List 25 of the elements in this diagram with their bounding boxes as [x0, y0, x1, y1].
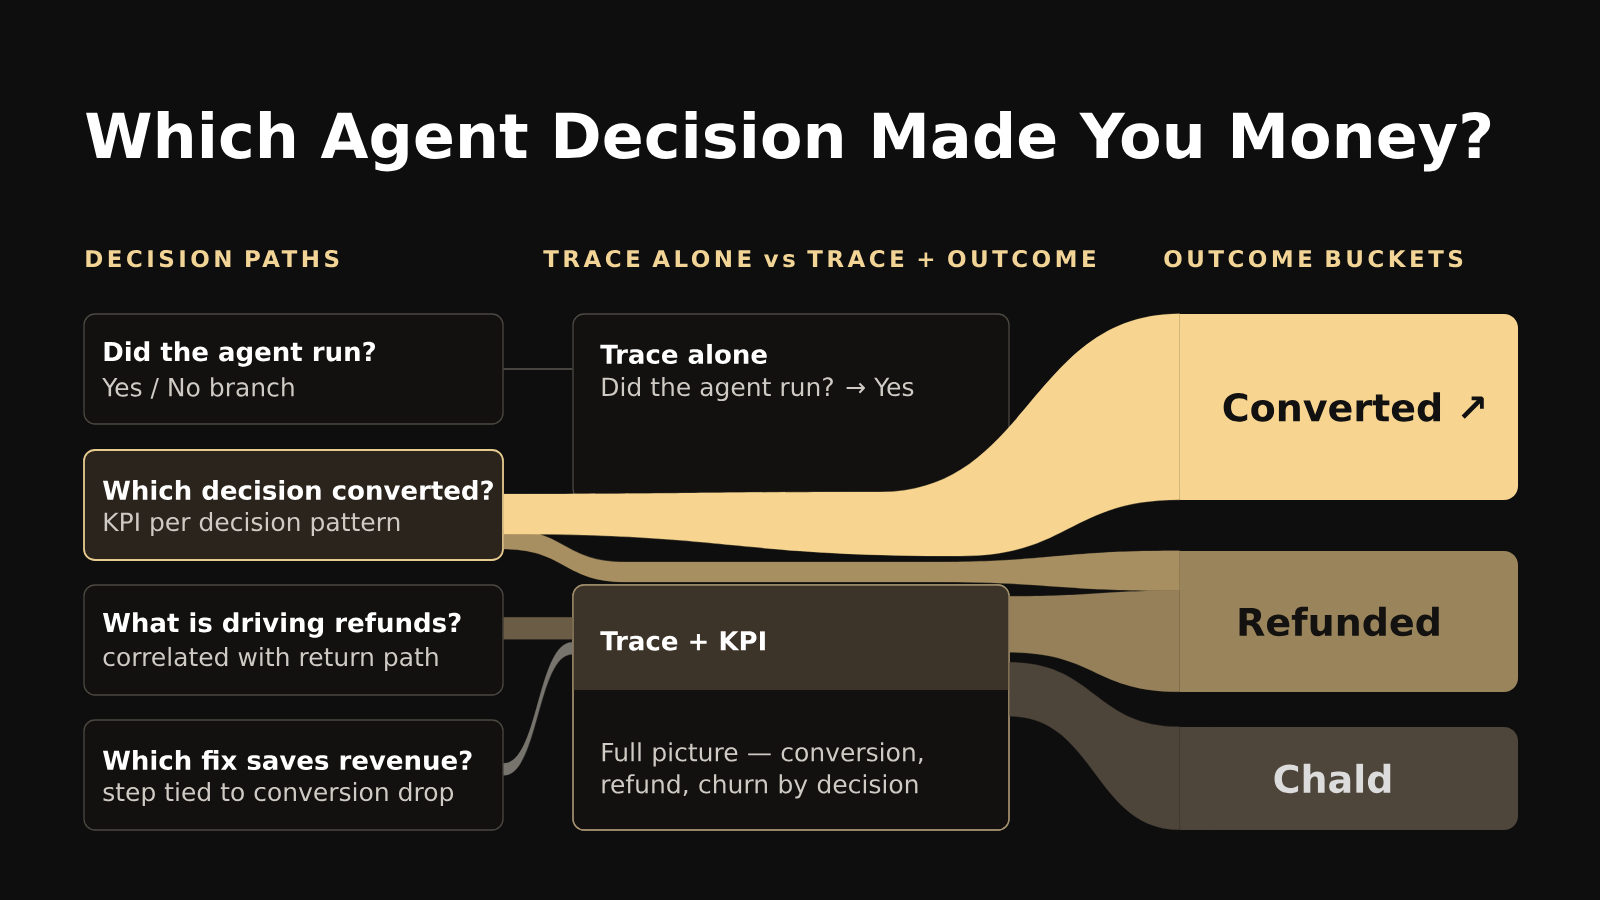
bucket-label: Chald [1274, 763, 1391, 794]
bucket-label: Refunded [1239, 606, 1439, 637]
card-subtitle: Did the agent run? → Yes [602, 376, 914, 402]
flow-band [503, 642, 573, 776]
card-subtitle: Yes / No branch [102, 377, 294, 399]
card-subtitle: step tied to conversion drop [103, 781, 454, 807]
card-subtitle: correlated with return path [103, 646, 438, 672]
column-heading: TRACE ALONE vs TRACE + OUTCOME [543, 249, 1095, 268]
card-heading: Which fix saves revenue? [102, 749, 472, 771]
card-heading: Trace alone [600, 343, 767, 365]
flow-band [1009, 590, 1180, 692]
card-heading: Trace + KPI [600, 631, 765, 651]
column-heading: DECISION PATHS [86, 249, 339, 268]
card-heading: Did the agent run? [104, 341, 375, 367]
card-subtitle: KPI per decision pattern [104, 511, 400, 537]
card-body: Full picture — conversion, refund, churn by decision [602, 742, 923, 799]
flow-band [1009, 662, 1180, 830]
title: Which Agent Decision Made You Money? [86, 110, 1491, 172]
bucket-label: Converted ↗ [1223, 392, 1484, 422]
connector-line [503, 368, 573, 370]
column-heading: OUTCOME BUCKETS [1164, 249, 1463, 268]
flow-band [503, 313, 1180, 557]
card-heading: Which decision converted? [102, 479, 493, 501]
flow-band [503, 617, 573, 640]
card-heading: What is driving refunds? [102, 612, 461, 638]
